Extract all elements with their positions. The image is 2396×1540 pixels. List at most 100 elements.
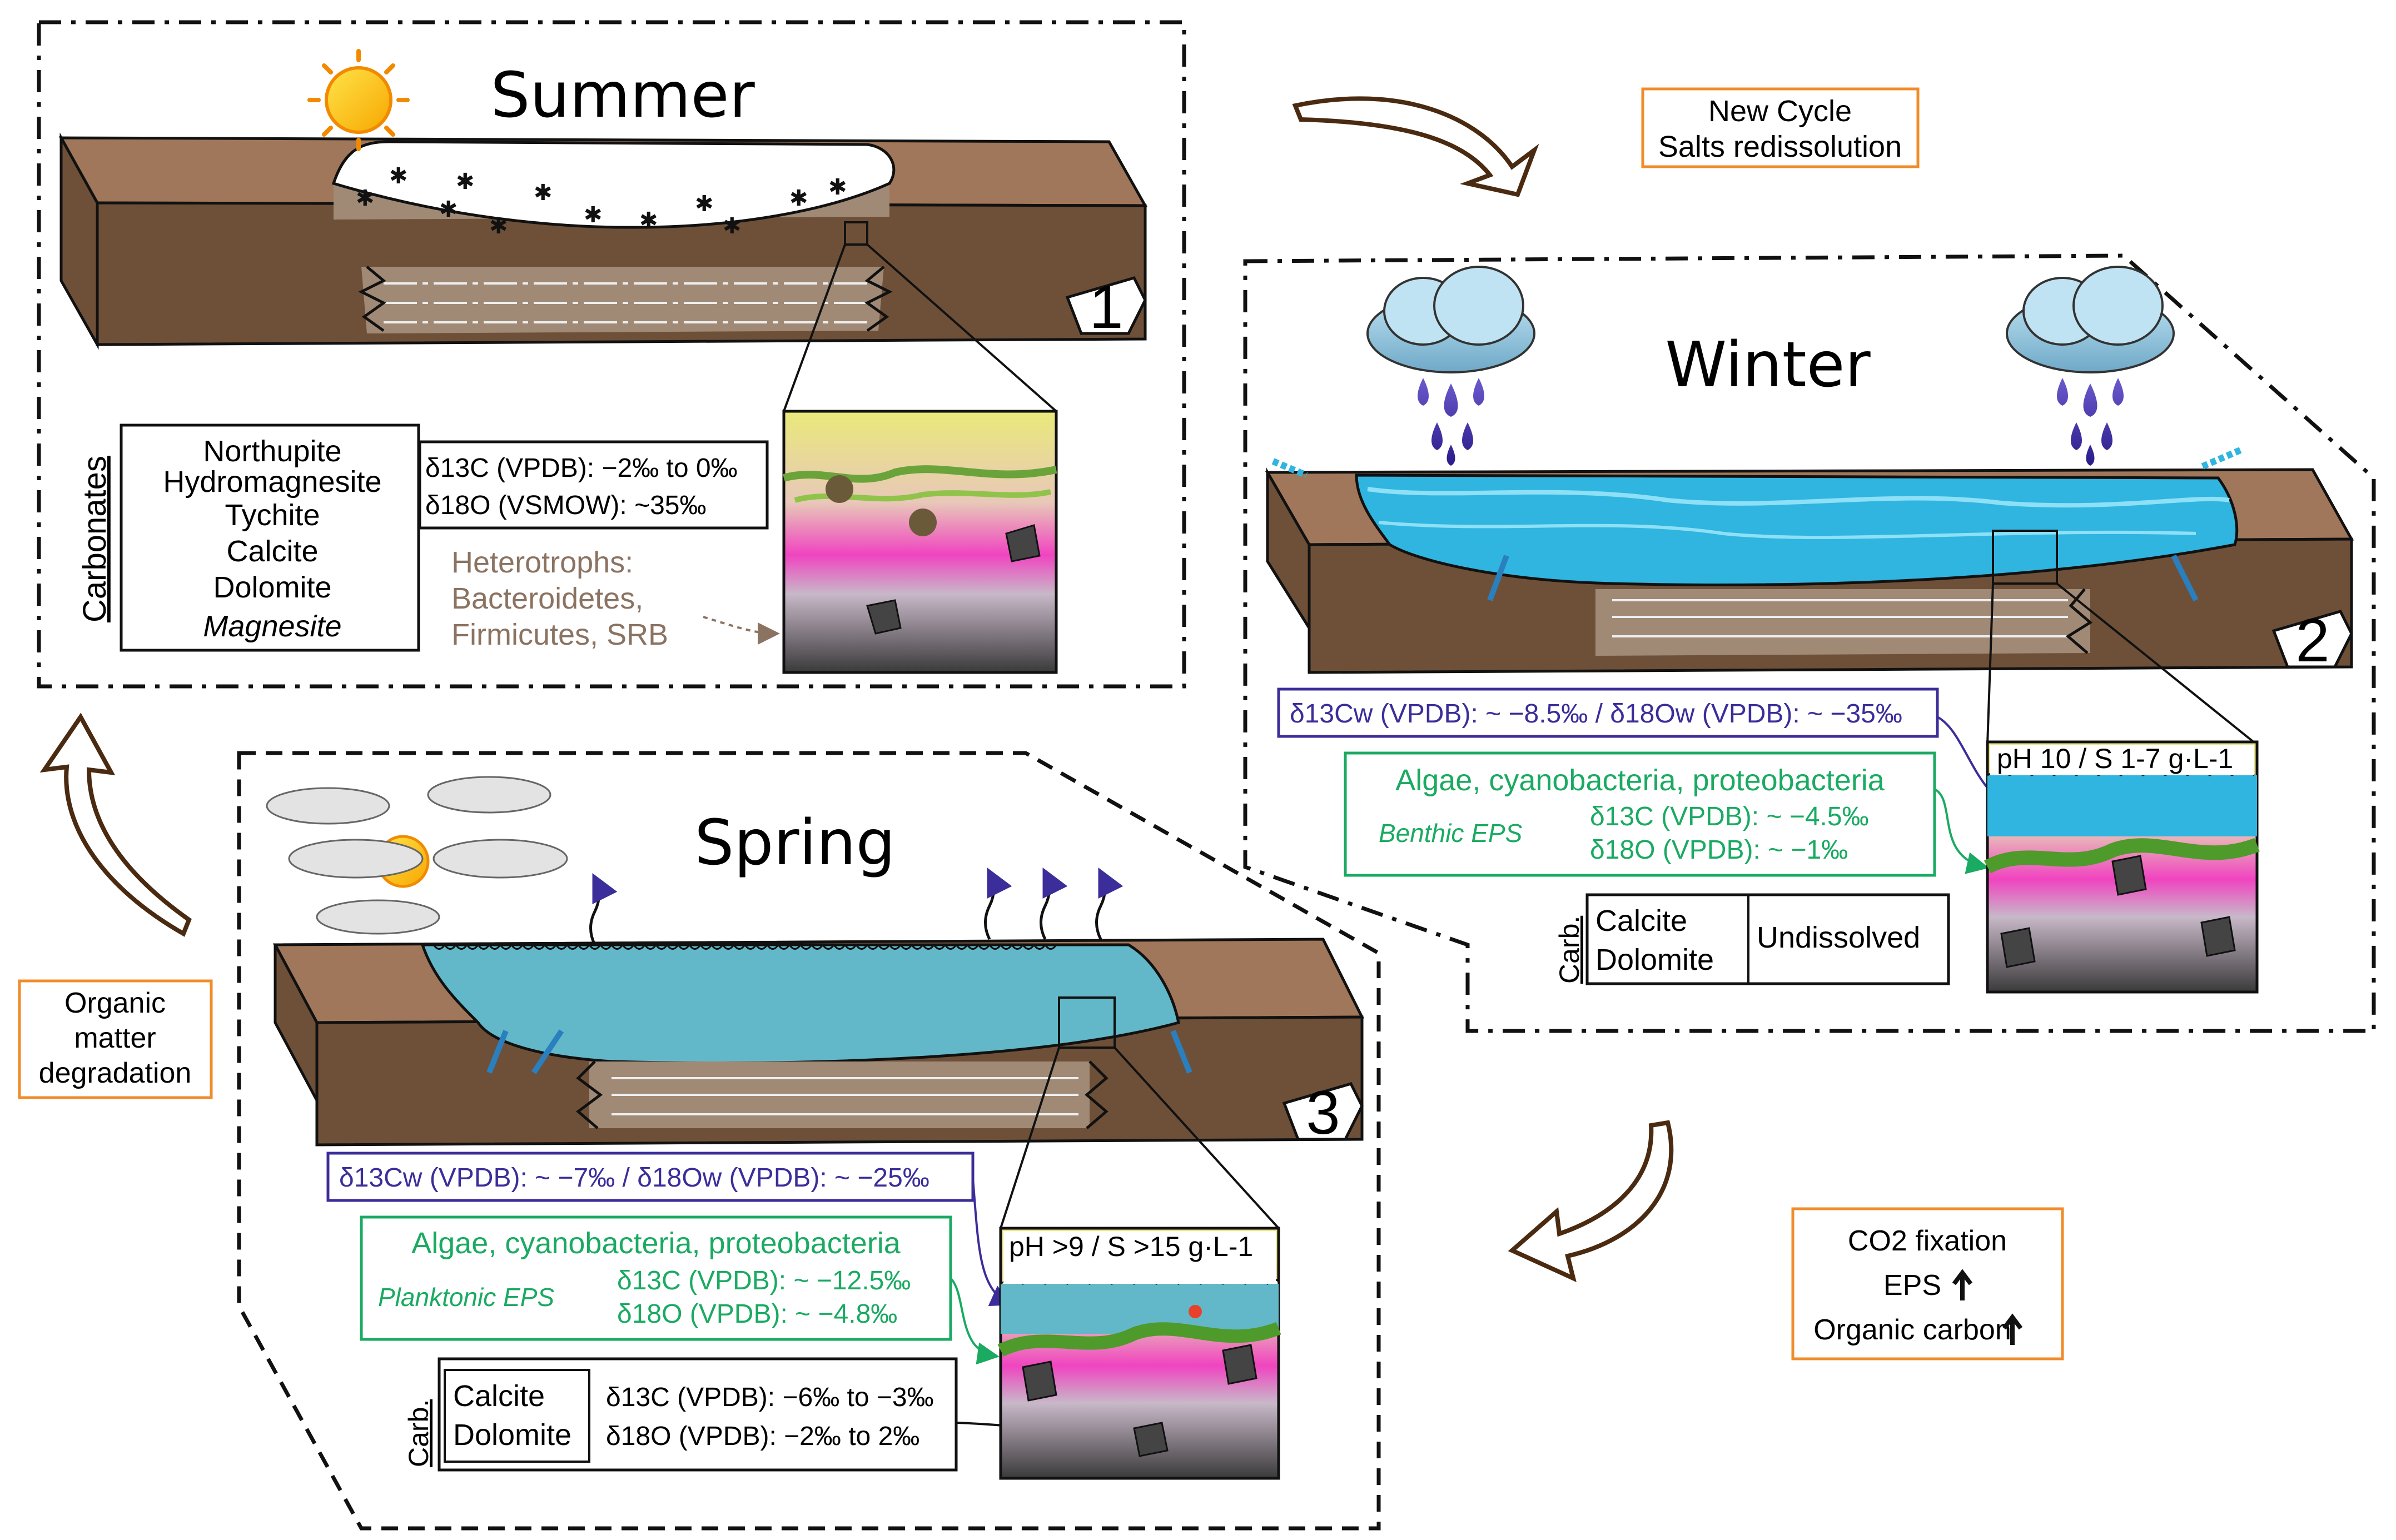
- spring-panel-border: [237, 751, 1381, 1531]
- sun-icon: [307, 49, 410, 151]
- winter-ph-label: pH 10 / S 1-7 g·L-1: [1997, 743, 2233, 774]
- summer-carbonates-box: [120, 423, 420, 652]
- winter-water-isotope-box: [1277, 687, 1939, 738]
- mineral-item: Calcite: [226, 535, 318, 568]
- mineral-item: Hydromagnesite: [163, 465, 381, 499]
- cycle-arrow-summer-to-winter: [1292, 96, 1539, 197]
- summer-minerals-list: Northupite Hydromagnesite Tychite Calcit…: [163, 435, 381, 643]
- spring-carb-c: δ13C (VPDB): −6‰ to −3‰: [606, 1383, 934, 1412]
- spring-carb-dolomite: Dolomite: [453, 1418, 571, 1452]
- spring-zoom-marker: [1058, 996, 1116, 1049]
- evaporation-arrow-icons: [589, 868, 1124, 946]
- winter-carb-box: [1585, 893, 1950, 985]
- heterotrophs-pointer: [703, 616, 780, 645]
- svg-text:✱: ✱: [639, 208, 658, 233]
- summer-isotope-o: δ18O (VSMOW): ~35‰: [425, 491, 707, 520]
- heterotrophs-label: Heterotrophs: Bacteroidetes, Firmicutes,…: [451, 546, 668, 651]
- cycle-arrow-spring-to-summer: [39, 712, 192, 937]
- summer-carbonates-label: Carbonates: [77, 456, 113, 622]
- svg-text:✱: ✱: [456, 170, 475, 194]
- new-cycle-box: [1641, 87, 1920, 168]
- svg-text:✱: ✱: [828, 175, 847, 200]
- mineral-item: Northupite: [203, 435, 341, 468]
- mineral-item: Dolomite: [213, 571, 331, 604]
- svg-text:✱: ✱: [789, 186, 808, 211]
- up-arrow-icon: [2002, 1313, 2023, 1345]
- new-cycle-line-2: Salts redissolution: [1658, 130, 1902, 163]
- organic-line-2: matter: [74, 1022, 156, 1054]
- co2-fixation-box: [1791, 1207, 2064, 1360]
- spring-basin-number: 3: [1306, 1079, 1340, 1147]
- spring-carb-o: δ18O (VPDB): −2‰ to 2‰: [606, 1422, 919, 1451]
- up-arrow-icon: [1952, 1269, 1973, 1300]
- winter-basin-number: 2: [2295, 606, 2329, 675]
- winter-biota-box: [1344, 751, 1936, 877]
- winter-eps-label: Benthic EPS: [1379, 819, 1523, 848]
- winter-eps-o: δ18O (VPDB): ~ −1‰: [1590, 835, 1848, 865]
- winter-eps-c: δ13C (VPDB): ~ −4.5‰: [1590, 802, 1869, 831]
- spring-eps-o: δ18O (VPDB): ~ −4.8‰: [617, 1299, 897, 1329]
- svg-text:Firmicutes, SRB: Firmicutes, SRB: [451, 618, 668, 651]
- organic-matter-box: [18, 979, 213, 1099]
- winter-carb-calcite: Calcite: [1595, 904, 1687, 938]
- summer-isotope-box: [418, 440, 769, 530]
- svg-text:✱: ✱: [584, 203, 603, 227]
- organic-carbon-label: Organic carbon: [1813, 1314, 2011, 1346]
- spring-water-isotopes: δ13Cw (VPDB): ~ −7‰ / δ18Ow (VPDB): ~ −2…: [339, 1163, 929, 1193]
- winter-water-isotopes: δ13Cw (VPDB): ~ −8.5‰ / δ18Ow (VPDB): ~ …: [1290, 699, 1902, 729]
- new-cycle-line-1: New Cycle: [1708, 94, 1852, 128]
- organic-line-3: degradation: [39, 1057, 192, 1089]
- eps-label: EPS: [1883, 1269, 1941, 1302]
- svg-text:✱: ✱: [356, 186, 375, 211]
- winter-biota-title: Algae, cyanobacteria, proteobacteria: [1395, 764, 1885, 797]
- mineral-item: Tychite: [225, 499, 320, 532]
- summer-title: Summer: [490, 59, 755, 132]
- svg-text:Heterotrophs:: Heterotrophs:: [451, 546, 633, 579]
- winter-panel-border: [1243, 253, 2376, 1033]
- winter-sediment-inset: [1984, 740, 2260, 994]
- rain-cloud-icon: [1366, 266, 1535, 466]
- rain-cloud-icon: [2006, 266, 2175, 466]
- co2-fixation-label: CO2 fixation: [1848, 1225, 2007, 1257]
- spring-title: Spring: [694, 807, 895, 879]
- spring-carb-label: Carb.: [403, 1399, 434, 1467]
- spring-water-isotope-box: [326, 1152, 975, 1202]
- svg-text:✱: ✱: [389, 164, 408, 188]
- svg-text:✱: ✱: [534, 181, 553, 205]
- svg-text:✱: ✱: [695, 192, 714, 216]
- winter-carb-minerals-box: [1586, 894, 1749, 985]
- svg-text:✱: ✱: [723, 214, 742, 238]
- summer-zoom-marker: [844, 221, 868, 246]
- summer-basin-number: 1: [1089, 273, 1123, 341]
- spring-carb-minerals-box: [444, 1369, 590, 1463]
- spring-carb-calcite: Calcite: [453, 1379, 545, 1413]
- spring-biota-title: Algae, cyanobacteria, proteobacteria: [411, 1227, 901, 1260]
- cloudy-sun-icon: [266, 776, 568, 935]
- spring-biota-box: [360, 1215, 952, 1341]
- summer-panel-border: [37, 20, 1186, 689]
- spring-eps-c: δ13C (VPDB): ~ −12.5‰: [617, 1266, 911, 1295]
- organic-line-1: Organic: [64, 987, 166, 1019]
- winter-carb-dolomite: Dolomite: [1595, 943, 1714, 976]
- summer-basin: [58, 132, 1148, 350]
- svg-text:Bacteroidetes,: Bacteroidetes,: [451, 582, 643, 615]
- summer-sediment-inset: [782, 410, 1058, 674]
- spring-eps-label: Planktonic EPS: [378, 1283, 554, 1312]
- winter-carb-label: Carb.: [1554, 916, 1585, 984]
- winter-title: Winter: [1665, 329, 1871, 401]
- winter-carb-note: Undissolved: [1757, 921, 1920, 954]
- summer-isotope-c: δ13C (VPDB): −2‰ to 0‰: [425, 453, 738, 483]
- spring-basin: [272, 938, 1365, 1147]
- mineral-item: Magnesite: [203, 610, 341, 643]
- svg-text:✱: ✱: [489, 214, 508, 238]
- winter-basin: [1265, 467, 2354, 674]
- cycle-arrow-winter-to-spring: [1508, 1120, 1674, 1283]
- spring-sediment-inset: [997, 1227, 1281, 1480]
- spring-ph-label: pH >9 / S >15 g·L-1: [1009, 1231, 1253, 1262]
- winter-zoom-marker: [1992, 530, 2058, 585]
- spring-carb-box: [438, 1357, 958, 1472]
- svg-text:✱: ✱: [439, 197, 458, 222]
- summer-salt-crystals: ✱ ✱ ✱ ✱ ✱ ✱ ✱ ✱ ✱ ✱ ✱ ✱: [356, 164, 847, 238]
